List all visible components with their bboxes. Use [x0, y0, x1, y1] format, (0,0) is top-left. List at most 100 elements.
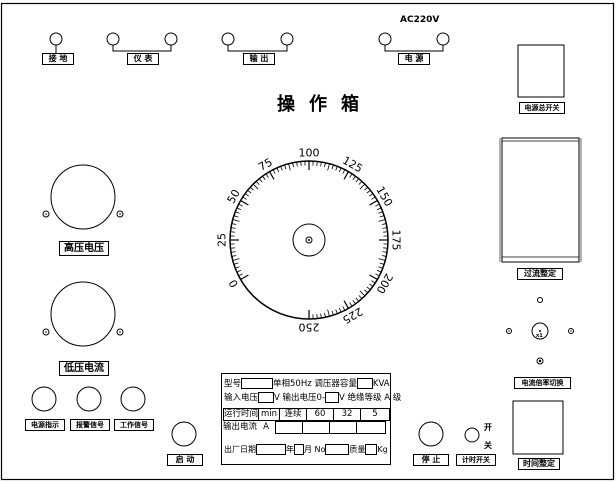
dial-tick [235, 211, 240, 214]
runtime-label: 运行时间 [223, 408, 259, 421]
dial-tick [235, 266, 240, 269]
dial-ticks [230, 161, 388, 319]
work-signal-label: 工作信号 [114, 419, 154, 431]
dial-tick [358, 181, 363, 185]
alarm-signal-lamp [76, 386, 102, 412]
output-label: 输 出 [243, 53, 275, 65]
meter-terminal-lead [112, 45, 172, 52]
serial-number-box [325, 444, 350, 455]
dial-tick [366, 286, 371, 291]
power-label: 电 源 [398, 53, 430, 65]
dial-tick [378, 266, 383, 269]
dial-tick [242, 196, 247, 200]
ground-terminal[interactable] [49, 32, 63, 46]
dial-tick [378, 211, 383, 214]
dial-tick [369, 199, 378, 206]
dial-tick [379, 215, 385, 218]
dial-tick [335, 166, 338, 171]
selector-mark-top [537, 297, 543, 303]
manufacture-date-label: 出厂日期 [224, 445, 256, 454]
month-box [294, 444, 304, 455]
output-current-label: 输出电流 [223, 422, 258, 432]
panel-title: 操作箱 [277, 94, 373, 115]
dial-label-50: 50 [225, 187, 243, 206]
dial-tick [366, 189, 371, 194]
dial-tick [280, 166, 283, 171]
low-voltage-current-meter [50, 281, 116, 347]
insulation-class-label: V 绝缘等级 A 级 [339, 393, 402, 403]
dial-tick [327, 309, 330, 317]
dial-tick [327, 163, 330, 171]
meter-terminal-right[interactable] [164, 32, 178, 46]
capacity-box [356, 378, 373, 389]
time-setting-box[interactable] [512, 400, 564, 455]
dial-tick [265, 173, 269, 178]
runtime-value-60: 60 [306, 408, 334, 421]
dial-tick [231, 223, 237, 225]
start-button[interactable] [171, 421, 197, 447]
dial-tick [364, 289, 368, 294]
dial-tick [268, 171, 275, 180]
selector-mark-bottom-dot [538, 359, 542, 363]
dial-label-75: 75 [256, 156, 275, 174]
output-terminal-lead [227, 45, 288, 52]
dial-tick [250, 186, 254, 191]
runtime-value-32: 32 [333, 408, 361, 421]
dial-tick [349, 302, 353, 307]
dial-tick [342, 169, 346, 174]
selector-x1-label: x1 [536, 333, 543, 339]
dial-tick [371, 196, 376, 200]
output-voltage-label: V 输出电压0- [274, 393, 326, 403]
dial-tick [352, 175, 356, 180]
dial-knob-center-dot [308, 239, 310, 241]
weight-label: 质量 [349, 445, 366, 454]
power-indicator-label: 电源指示 [25, 419, 65, 431]
dial-tick [338, 307, 342, 313]
dial-tick [369, 283, 374, 287]
dial-tick [240, 274, 249, 281]
lv-screw-right-dot [119, 331, 121, 333]
power-terminal-right[interactable] [436, 32, 450, 46]
current-select-label: 电流倍率切换 [514, 377, 571, 389]
dial-tick [236, 269, 242, 273]
dial-tick [232, 258, 240, 261]
output-voltage-box [325, 392, 340, 403]
dial-tick [258, 178, 263, 183]
meter-terminal-left[interactable] [106, 32, 120, 46]
dial-tick [376, 269, 382, 273]
current-cell-2 [302, 421, 330, 434]
output-terminal-right[interactable] [280, 32, 294, 46]
dial-tick [355, 297, 360, 302]
dial-tick [338, 167, 342, 173]
dial-label-250: 250 [299, 321, 320, 334]
dial-tick [371, 280, 376, 284]
timer-switch-label: 计时开关 [456, 454, 496, 466]
dial-tick [231, 255, 237, 257]
dial-tick [349, 173, 353, 178]
dial-tick [352, 300, 356, 305]
dial-tick [364, 186, 368, 191]
dial-label-100: 100 [299, 147, 320, 160]
main-switch[interactable] [517, 44, 565, 98]
model-box [241, 378, 274, 389]
power-terminal-left[interactable] [378, 32, 392, 46]
overcurrent-setting-label: 过流整定 [517, 268, 563, 280]
dial-tick [320, 161, 322, 167]
overcurrent-setting-box[interactable] [501, 137, 580, 263]
output-terminal-left[interactable] [221, 32, 235, 46]
hv-screw-left-dot [45, 213, 47, 215]
low-voltage-current-label: 低压电流 [59, 361, 109, 376]
dial-tick [244, 193, 249, 197]
dial-tick [355, 178, 360, 183]
dial-tick [230, 227, 236, 229]
timer-switch[interactable] [464, 427, 480, 443]
selector-mark-left-dot [508, 330, 510, 332]
stop-button[interactable] [418, 421, 444, 447]
year-box [256, 444, 286, 455]
capacity-unit: KVA [372, 379, 390, 389]
